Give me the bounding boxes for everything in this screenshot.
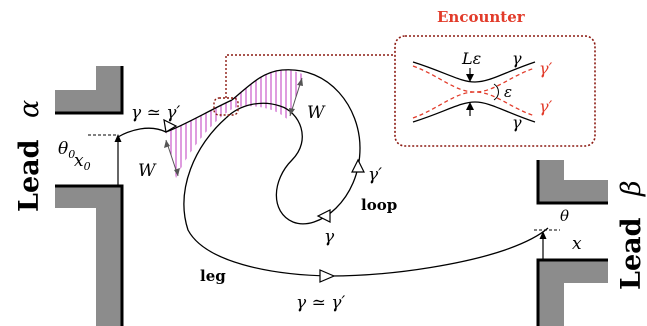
encounter-region: [166, 70, 304, 178]
encounter-inset: Encounter Lε ε γ γ′ γ′ γ: [394, 8, 596, 147]
gamma-equiv-bottom-label: γ ≃ γ′: [296, 293, 345, 313]
W-left-label: W: [138, 161, 157, 181]
lead-alpha-symbol: α: [14, 100, 45, 118]
lead-alpha-lower-wall: [55, 186, 122, 326]
encounter-gamma-prime-top: γ′: [539, 59, 553, 78]
encounter-title: Encounter: [437, 8, 526, 26]
encounter-gamma-bottom: γ: [512, 113, 522, 132]
loop-path: [225, 69, 361, 225]
encounter-gamma-prime-bottom: γ′: [539, 97, 553, 116]
lead-beta-symbol: β: [616, 180, 647, 197]
trajectories: [117, 54, 549, 283]
gamma-loop-label: γ: [324, 227, 335, 247]
encounter-box: [394, 35, 596, 147]
loop-label: loop: [361, 196, 397, 214]
encounter-gamma-top: γ: [512, 49, 522, 68]
gamma-equiv-top-label: γ ≃ γ′: [131, 103, 180, 123]
x0-label: x0: [74, 151, 91, 173]
lead-alpha: Lead α θ0 x0: [14, 66, 124, 326]
lead-beta: Lead β θ x: [534, 160, 647, 326]
epsilon-label: ε: [504, 83, 512, 101]
lead-beta-word: Lead: [616, 217, 647, 290]
theta-label: θ: [560, 207, 569, 225]
lead-beta-lower-wall: [538, 260, 608, 326]
lead-beta-upper-wall: [538, 160, 608, 203]
arrow-loop-gamma-prime: [351, 158, 365, 173]
gamma-prime-loop-label: γ′: [368, 165, 382, 185]
arrow-loop-gamma: [316, 209, 331, 223]
arrow-entry: [163, 118, 178, 133]
arrow-leg: [319, 269, 336, 283]
lead-alpha-upper-wall: [55, 66, 122, 113]
x-label: x: [572, 234, 582, 254]
L-epsilon-label: Lε: [461, 49, 481, 68]
theta0-label: θ0: [58, 139, 75, 161]
W-top-label: W: [307, 103, 326, 123]
leg-label: leg: [200, 267, 226, 285]
lead-alpha-word: Lead: [14, 139, 45, 212]
encounter-marker: [213, 97, 239, 116]
